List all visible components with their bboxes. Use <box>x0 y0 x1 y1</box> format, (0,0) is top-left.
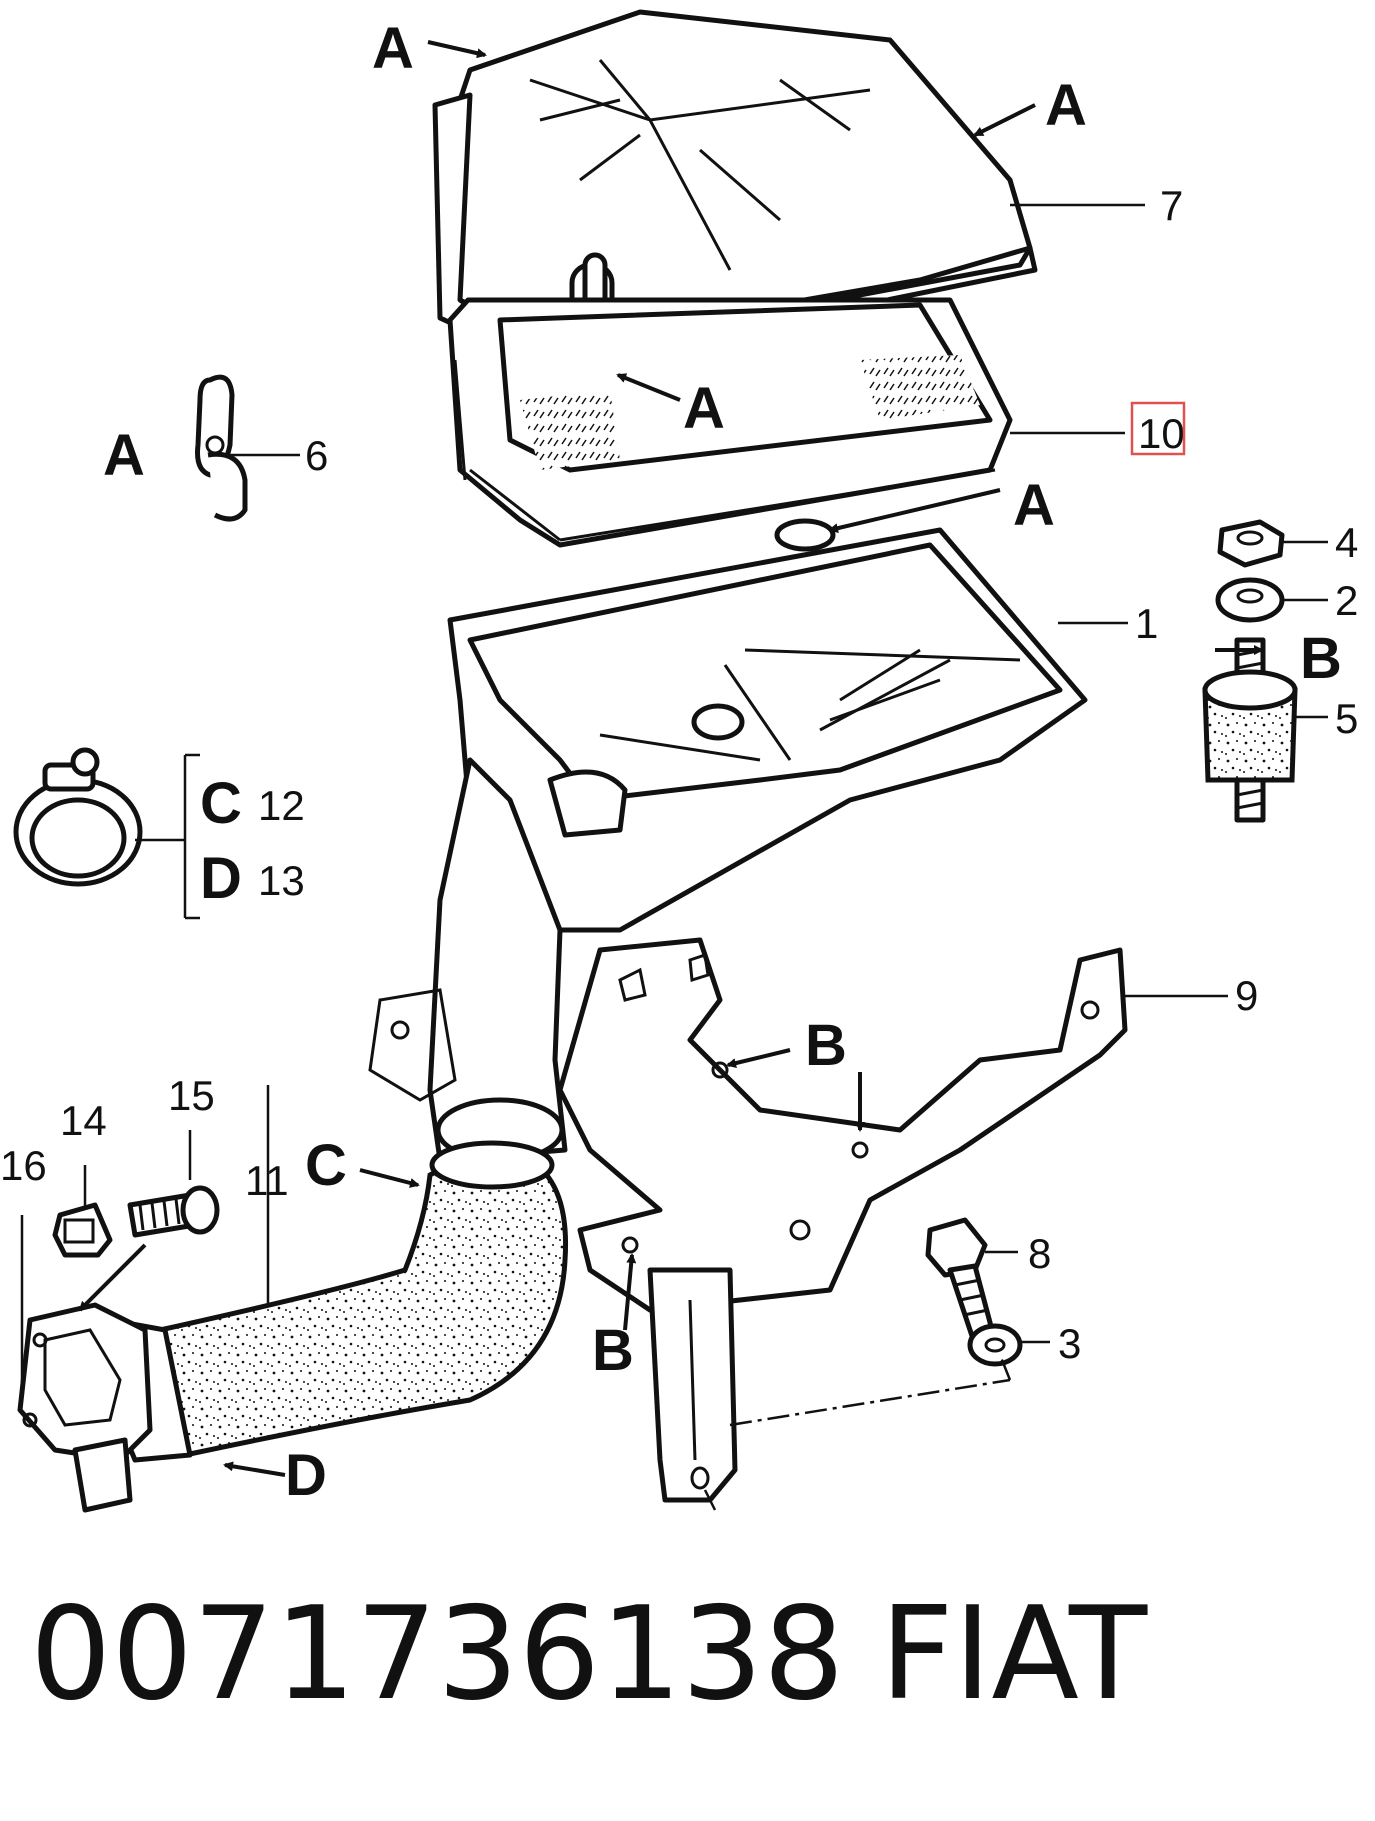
part-label-15: 15 <box>168 1072 215 1119</box>
part-label-4: 4 <box>1335 519 1358 566</box>
part-label-13: 13 <box>258 857 305 904</box>
part-label-7: 7 <box>1160 182 1183 229</box>
intake-hose <box>107 1140 569 1463</box>
selected-part-highlight <box>1130 401 1186 456</box>
part-label-3: 3 <box>1058 1320 1081 1367</box>
ref-letter-d: D <box>285 1443 327 1508</box>
ref-letter-c: C <box>200 771 242 836</box>
screw <box>127 1185 220 1238</box>
bolt-washer <box>967 1323 1023 1367</box>
part-label-10: 10 <box>1138 410 1185 457</box>
ref-letter-b: B <box>1300 626 1342 691</box>
washer <box>1215 577 1285 623</box>
air-filter-housing <box>427 518 1088 1163</box>
ref-letter-c: C <box>305 1133 347 1198</box>
ref-letter-a: A <box>372 16 414 81</box>
part-label-12: 12 <box>258 782 305 829</box>
part-number: 0071736138 <box>30 1580 845 1729</box>
part-label-2: 2 <box>1335 577 1358 624</box>
clip-nut <box>52 1202 113 1258</box>
ref-letter-a: A <box>1013 473 1055 538</box>
part-label-8: 8 <box>1028 1230 1051 1277</box>
brand-name: FIAT <box>880 1580 1148 1729</box>
part-label-16: 16 <box>0 1142 47 1189</box>
part-label-5: 5 <box>1335 695 1358 742</box>
spring-clip <box>195 374 248 522</box>
hex-nut <box>1217 519 1285 568</box>
ref-letter-a: A <box>683 376 725 441</box>
ref-letter-a: A <box>1045 73 1087 138</box>
part-label-9: 9 <box>1235 972 1258 1019</box>
air-filter-element <box>447 297 1013 548</box>
leader-lines <box>20 203 1328 1427</box>
ref-letter-d: D <box>200 846 242 911</box>
bolt <box>925 1217 995 1339</box>
ref-letter-b: B <box>805 1013 847 1078</box>
ref-letter-b: B <box>592 1318 634 1383</box>
part-label-11: 11 <box>245 1157 289 1204</box>
reference-arrows <box>78 40 1264 1477</box>
ref-letter-a: A <box>103 423 145 488</box>
hose-flange <box>17 1302 153 1513</box>
part-label-1: 1 <box>1135 600 1158 647</box>
part-label-14: 14 <box>60 1097 107 1144</box>
rubber-mount <box>1202 637 1298 823</box>
mounting-bracket <box>368 937 1128 1511</box>
hose-clamp <box>13 747 143 887</box>
part-label-6: 6 <box>305 432 328 479</box>
